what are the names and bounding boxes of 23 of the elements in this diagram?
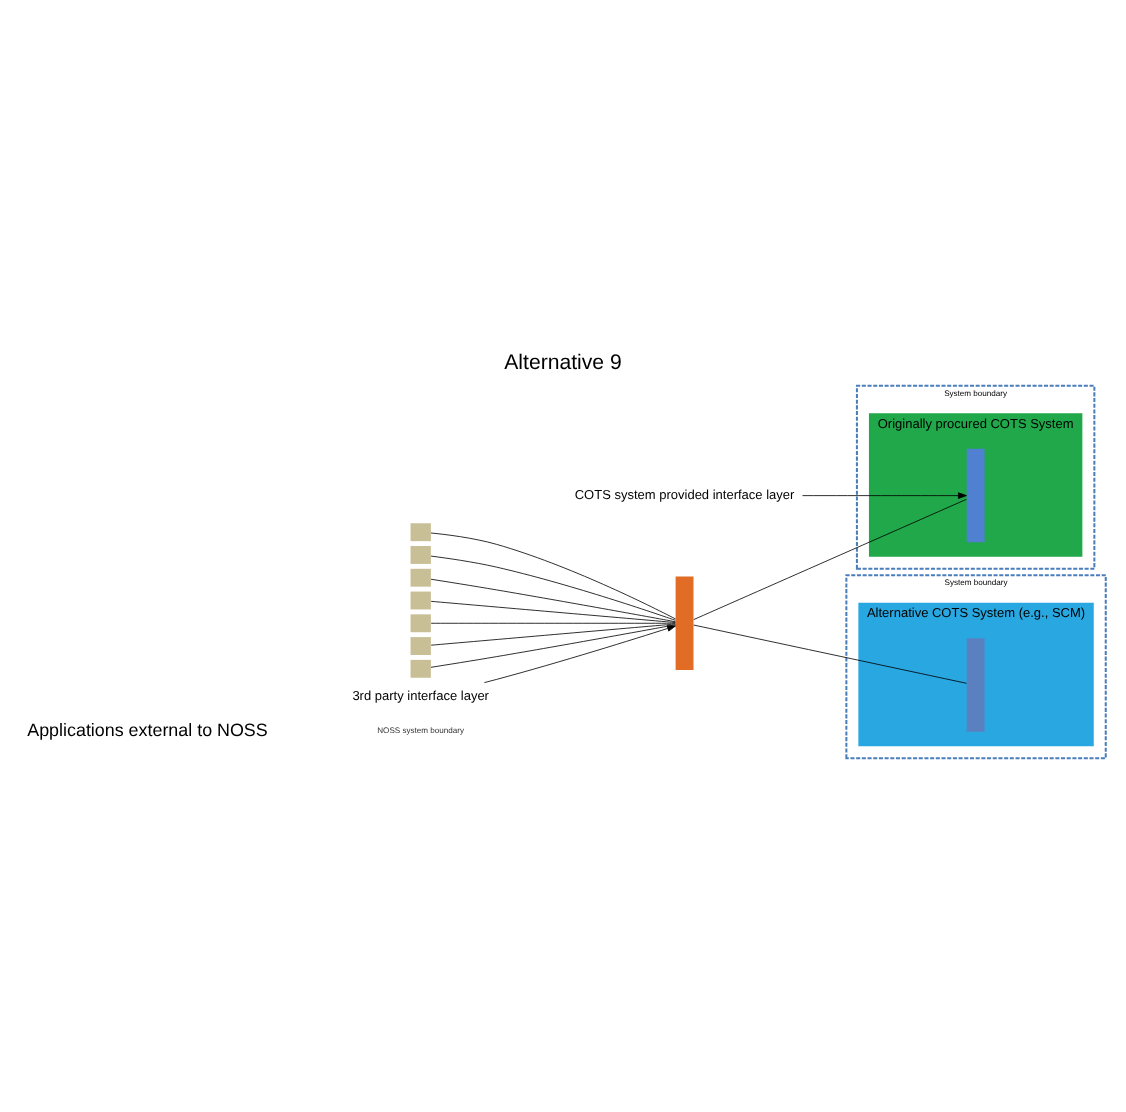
node-bar	[966, 447, 985, 542]
arrow	[483, 624, 676, 682]
node-box	[410, 613, 431, 632]
node-box	[410, 545, 431, 563]
arrow	[802, 491, 967, 498]
node-box	[410, 590, 431, 609]
diagram-title: Alternative 9	[504, 350, 622, 375]
node-box	[410, 636, 431, 654]
connector	[693, 497, 967, 619]
node-box	[410, 567, 431, 586]
node-box	[410, 522, 431, 541]
connector	[430, 577, 676, 622]
connector	[430, 622, 676, 645]
connector	[430, 623, 676, 667]
node-box	[410, 658, 431, 677]
connector	[430, 554, 676, 620]
connector	[430, 531, 676, 619]
label: Applications external to NOSS	[27, 718, 268, 739]
connector	[430, 599, 676, 622]
node-bar	[675, 575, 694, 669]
node-bar	[966, 637, 985, 731]
connector	[430, 621, 676, 623]
connector	[693, 623, 967, 683]
